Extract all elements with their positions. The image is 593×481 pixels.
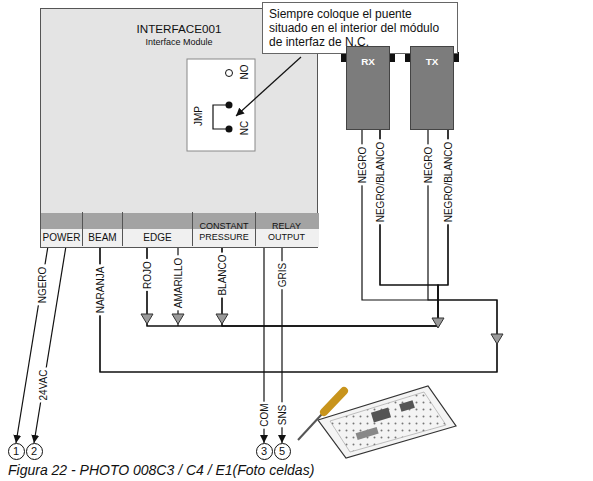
- terminal-number: 3: [256, 443, 273, 460]
- figure-caption: Figura 22 - PHOTO 008C3 / C4 / E1(Foto c…: [8, 462, 314, 478]
- wire-nut: [491, 334, 503, 344]
- terminal-number: 5: [274, 443, 291, 460]
- wire-color-label: NEGRO/BLANCO: [443, 140, 454, 225]
- jumper-label: NO: [239, 63, 250, 82]
- wire-color-label: ROJO: [142, 259, 153, 291]
- terminal-label: EDGE: [123, 212, 193, 246]
- node-text: EDGE: [143, 232, 171, 243]
- wire-color-label: NEGRO: [423, 145, 434, 186]
- wire-nut: [141, 314, 153, 324]
- terminal-label: BEAM: [83, 212, 123, 246]
- wire-color-label: NARANJA: [95, 265, 106, 316]
- wire: [16, 246, 48, 443]
- wire-label: SNS: [277, 403, 288, 428]
- wire-nut: [216, 314, 228, 324]
- node-text: CONSTANT PRESSURE: [193, 221, 255, 243]
- wire-color-label: GRIS: [277, 261, 288, 289]
- wire-label: NGERO: [36, 265, 47, 306]
- node-text: Siempre coloque el puente situado en el …: [269, 7, 451, 49]
- wire-color-label: NEGRO/BLANCO: [375, 140, 386, 225]
- wire-color-label: BLANCO: [217, 252, 228, 297]
- node-text: 3: [261, 445, 267, 458]
- terminal-number: 1: [8, 443, 25, 460]
- node-text: 1: [13, 445, 19, 458]
- wire: [34, 246, 66, 443]
- wire-label: COM: [259, 401, 270, 428]
- node-text: TX: [411, 55, 453, 68]
- node-text: BEAM: [88, 232, 116, 243]
- wire-color-label: AMARILLO: [173, 256, 184, 311]
- node-text: POWER: [43, 232, 81, 243]
- wire-nut: [432, 318, 444, 328]
- node-text: 2: [31, 445, 37, 458]
- wire-label: 24VAC: [38, 368, 49, 403]
- terminal-label: CONSTANT PRESSURE: [193, 212, 256, 246]
- terminal-label: POWER: [41, 212, 83, 246]
- photo-cell-rx: RX: [346, 46, 390, 130]
- wire-color-label: NEGRO: [357, 145, 368, 186]
- jumper-label: NC: [239, 119, 250, 137]
- node-text: 5: [279, 445, 285, 458]
- wire-nut: [172, 314, 184, 324]
- terminal-number: 2: [26, 443, 43, 460]
- node-text: RELAY OUTPUT: [256, 221, 317, 243]
- node-text: RX: [347, 55, 389, 68]
- terminal-label: RELAY OUTPUT: [256, 212, 317, 246]
- screwdriver: [298, 391, 344, 440]
- circuit-board: [318, 386, 456, 458]
- photo-cell-tx: TX: [410, 46, 454, 130]
- jumper-label: JMP: [193, 104, 204, 128]
